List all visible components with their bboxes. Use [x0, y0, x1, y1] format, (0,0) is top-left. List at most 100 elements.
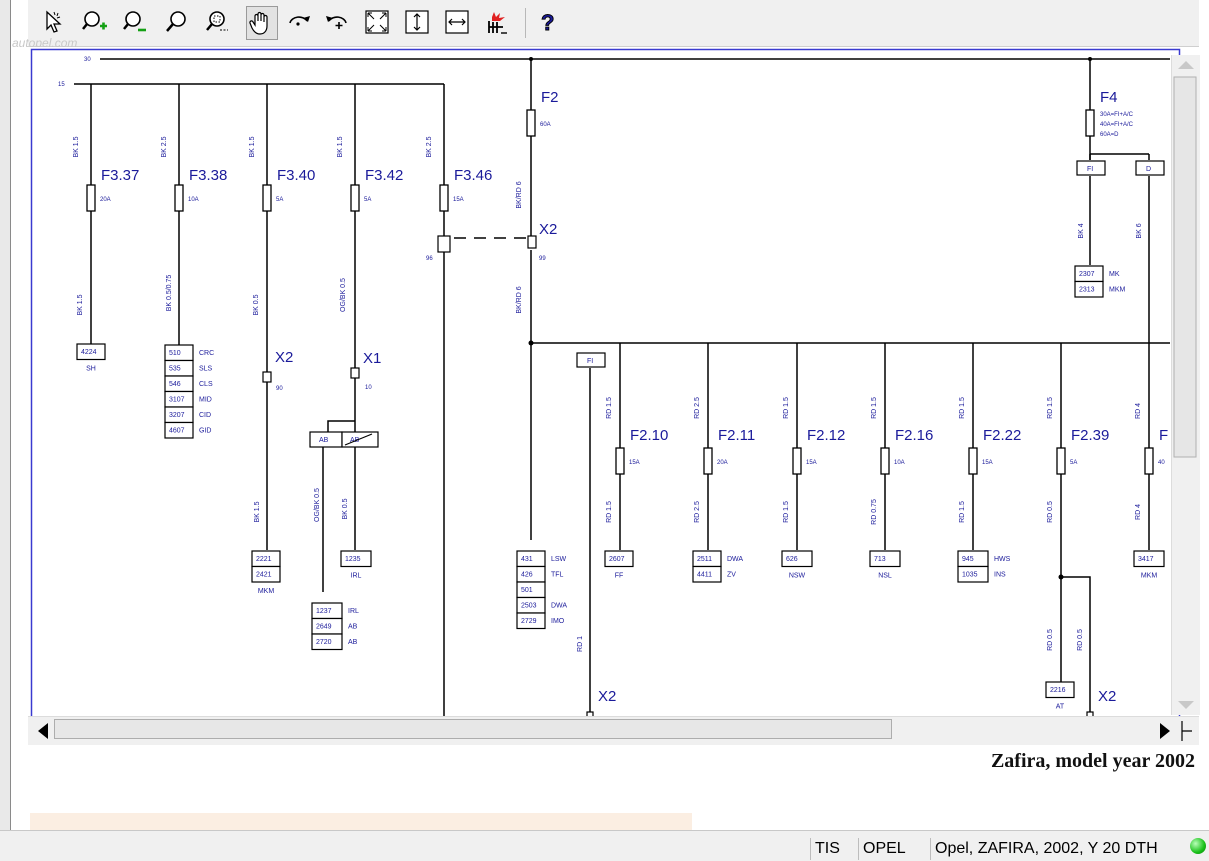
ref-code: 1237 — [316, 608, 332, 615]
scroll-up-arrow-icon[interactable] — [1178, 61, 1194, 69]
pin-number-label: 10 — [365, 385, 372, 391]
ref-code-box — [1074, 280, 1104, 298]
ref-code-box — [516, 612, 546, 630]
ref-code: 501 — [521, 587, 533, 594]
rotate-ccw-button[interactable] — [324, 8, 350, 36]
ref-name: CLS — [199, 381, 213, 388]
zoom-button[interactable] — [164, 8, 190, 36]
ref-name: IRL — [348, 608, 359, 615]
connector-pin-symbol — [586, 711, 594, 716]
variant-box — [1135, 160, 1165, 176]
vertical-scroll-thumb[interactable] — [1173, 76, 1197, 458]
wire-color-label: RD 2.5 — [694, 501, 701, 523]
fuse-id-label: F2.16 — [895, 427, 933, 444]
ref-name: FF — [615, 573, 624, 580]
fuse-symbol — [439, 184, 449, 212]
connector-label: X1 — [363, 350, 381, 367]
highlight-button[interactable] — [484, 8, 510, 36]
horizontal-scrollbar[interactable] — [28, 716, 1199, 745]
rotate-cw-button[interactable] — [286, 8, 312, 36]
wire-color-label: RD 1.5 — [783, 397, 790, 419]
ref-code: 546 — [169, 381, 181, 388]
vertical-scrollbar[interactable] — [1171, 55, 1200, 715]
variant-box-label: FI — [587, 358, 593, 365]
wire-color-label: RD 1.5 — [606, 501, 613, 523]
ref-name: NSW — [789, 573, 806, 580]
fuse-symbol — [703, 447, 713, 475]
fuse-amp-label: 15A — [806, 460, 817, 466]
zoom-in-button[interactable] — [82, 8, 108, 36]
ref-code-box — [604, 550, 634, 568]
variant-box — [1076, 160, 1106, 176]
ref-name: SLS — [199, 366, 213, 373]
fuse-symbol — [526, 109, 536, 137]
rotate-cw-icon — [289, 16, 310, 26]
wire-color-label: OG/BK 0.5 — [314, 488, 321, 522]
fuse-amp-label: 5A — [364, 197, 371, 203]
ref-name: SH — [86, 366, 96, 373]
wire-color-label: RD 4 — [1135, 403, 1142, 419]
ref-code: 510 — [169, 350, 181, 357]
airbag-label: AB — [319, 437, 329, 444]
pin-number-label: 96 — [426, 256, 433, 262]
ref-code: 2313 — [1079, 287, 1095, 294]
status-bar: TIS OPEL Opel, ZAFIRA, 2002, Y 20 DTH — [0, 830, 1209, 861]
rail-15-label: 15 — [58, 82, 65, 88]
scroll-right-arrow-icon[interactable] — [1156, 717, 1196, 745]
ref-code-box — [311, 633, 343, 651]
connector-label: X2 — [598, 688, 616, 705]
ref-code: 713 — [874, 556, 886, 563]
ref-code: 431 — [521, 556, 533, 563]
ref-code: 1235 — [345, 556, 361, 563]
ref-name: MK — [1109, 271, 1120, 278]
select-pointer-button[interactable] — [42, 8, 68, 36]
zoom-window-button[interactable] — [204, 8, 230, 36]
fit-width-button[interactable] — [444, 8, 470, 36]
zoom-in-icon — [82, 11, 107, 30]
magnifier-icon — [166, 11, 186, 32]
zoom-out-icon — [123, 11, 146, 32]
ref-code-box — [251, 565, 281, 583]
pan-button[interactable] — [246, 6, 278, 40]
connector-pin-symbol — [437, 235, 451, 253]
connector-label: X2 — [275, 349, 293, 366]
ref-name: HWS — [994, 556, 1011, 563]
wire-color-label: RD 1.5 — [783, 501, 790, 523]
ref-code-box — [1133, 550, 1165, 568]
zoom-out-button[interactable] — [122, 8, 148, 36]
status-vehicle: Opel, ZAFIRA, 2002, Y 20 DTH — [930, 838, 1162, 860]
pointer-icon — [46, 10, 62, 33]
wire-color-label: BK/RD 6 — [516, 286, 523, 313]
wire-color-label: BK 1.5 — [77, 294, 84, 315]
window-left-border — [0, 0, 11, 830]
help-button[interactable]: ? — [535, 8, 561, 36]
toolbar-separator — [525, 8, 526, 38]
wire-color-label: RD 2.5 — [694, 397, 701, 419]
wire-color-label: RD 0.5 — [1047, 629, 1054, 651]
f4-rating-label: 30A=FI+A/C — [1100, 112, 1134, 118]
scroll-left-arrow-icon[interactable] — [28, 717, 58, 745]
f4-rating-label: 40A=FI+A/C — [1100, 122, 1134, 128]
fit-all-button[interactable] — [364, 8, 390, 36]
ref-name: INS — [994, 572, 1006, 579]
wire-color-label: RD 1.5 — [606, 397, 613, 419]
scroll-down-arrow-icon[interactable] — [1178, 701, 1194, 709]
ref-code: 945 — [962, 556, 974, 563]
ref-code: 2720 — [316, 639, 332, 646]
wire-color-label: RD 0.5 — [1047, 501, 1054, 523]
wiring-diagram: 30 15 F3.3720AF3.3810AF3.405AF3.425AF3.4… — [30, 48, 1181, 716]
fuse-id-label: F3.37 — [101, 167, 139, 184]
wire-color-label: OG/BK 0.5 — [340, 278, 347, 312]
ref-code-box — [692, 565, 722, 583]
ref-code: 2421 — [256, 572, 272, 579]
ref-name: IRL — [351, 573, 362, 580]
hand-icon — [249, 11, 268, 35]
horizontal-scroll-thumb[interactable] — [54, 719, 892, 739]
fuse-id-label: F2.11 — [718, 427, 755, 444]
fuse-symbol — [350, 184, 360, 212]
rotate-ccw-icon — [326, 16, 347, 29]
ref-name: MKM — [1141, 573, 1158, 580]
fuse-amp-label: 10A — [894, 460, 905, 466]
fit-height-button[interactable] — [404, 8, 430, 36]
